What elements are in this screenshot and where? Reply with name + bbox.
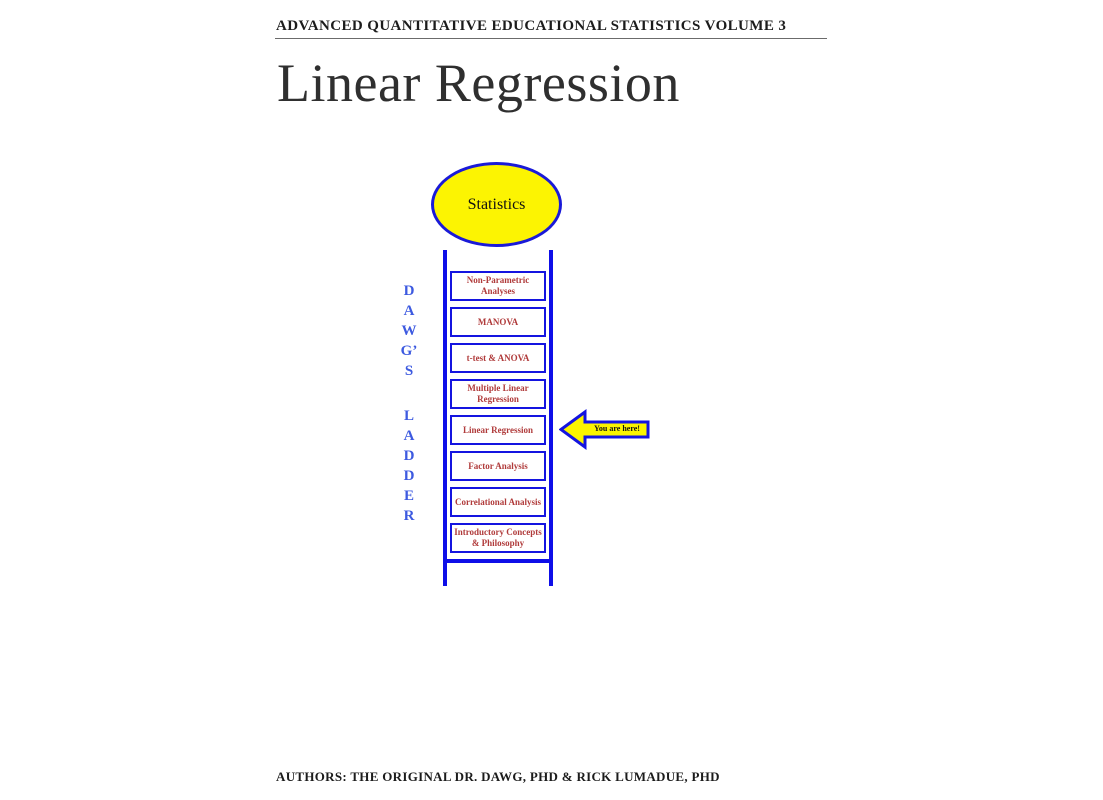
ladder-rung-linear-regression: Linear Regression [450,415,546,445]
header-rule [275,38,827,39]
ladder-rung-non-parametric: Non-Parametric Analyses [450,271,546,301]
ladder-bottom-rung [447,559,549,563]
ladder-letter: S [404,363,414,379]
rung-label: Introductory Concepts & Philosophy [454,527,542,548]
statistics-node-label: Statistics [467,195,526,213]
statistics-node: Statistics [431,162,562,247]
ladder-letter: E [403,488,414,504]
ladder-letter: A [403,428,415,444]
left-arrow-icon [559,409,650,450]
ladder-letter: L [403,408,414,424]
ladder-rung-introductory-concepts: Introductory Concepts & Philosophy [450,523,546,553]
ladder-letter: D [403,448,415,464]
rung-label: MANOVA [477,316,519,327]
ladder-word-gap [397,381,421,406]
ladder-rung-ttest-anova: t-test & ANOVA [450,343,546,373]
ladder-rung-manova: MANOVA [450,307,546,337]
rung-label: t-test & ANOVA [466,352,530,363]
ladder-letter: D [403,468,415,484]
you-are-here-label: You are here! [594,424,640,433]
rung-label: Factor Analysis [468,460,528,471]
ladder-rung-correlational-analysis: Correlational Analysis [450,487,546,517]
ladder-letter: G’ [400,343,418,359]
page-footer: AUTHORS: THE ORIGINAL DR. DAWG, PHD & RI… [276,769,720,784]
ladder-rung-multiple-linear-regression: Multiple Linear Regression [450,379,546,409]
ladder: Non-Parametric Analyses MANOVA t-test & … [443,250,553,586]
ladder-letter: D [403,283,415,299]
ladder-letter: A [403,303,415,319]
you-are-here-arrow: You are here! [559,409,651,450]
rung-label: Multiple Linear Regression [467,383,529,404]
rung-label: Non-Parametric Analyses [466,275,530,296]
rung-label: Correlational Analysis [454,496,542,507]
rung-label: Linear Regression [463,424,533,435]
page-title: Linear Regression [277,53,680,113]
ladder-rung-factor-analysis: Factor Analysis [450,451,546,481]
ladder-letter: W [401,323,417,339]
page-header: ADVANCED QUANTITATIVE EDUCATIONAL STATIS… [276,18,787,34]
ladder-letter: R [403,508,415,524]
ladder-word-vertical: D A W G’ S L A D D E R [397,281,421,526]
